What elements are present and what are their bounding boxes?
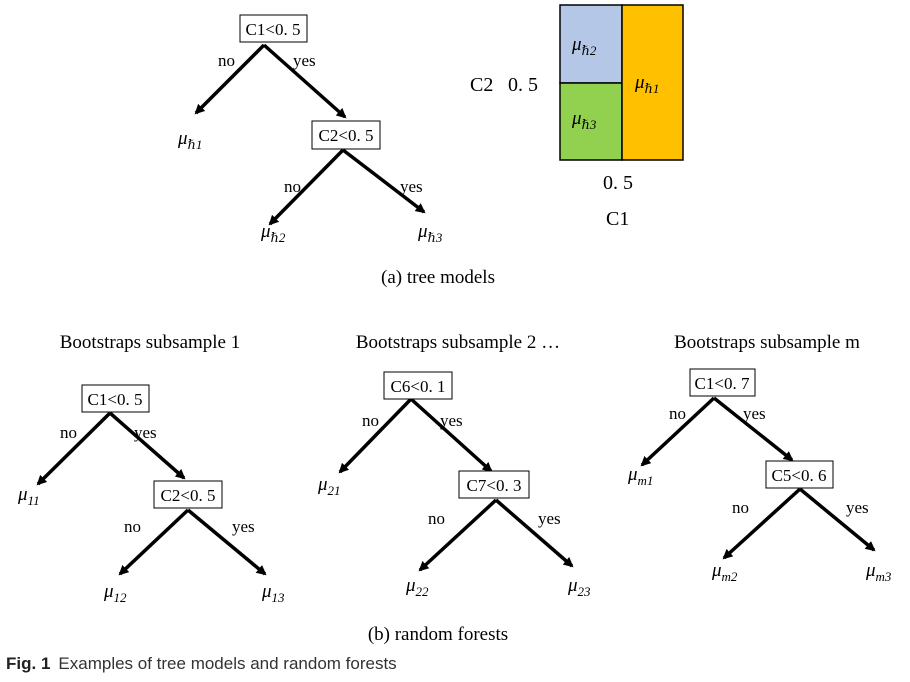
tree-edge-inner-no — [268, 148, 345, 226]
axis-c1-value: 0. 5 — [603, 172, 633, 194]
figure-caption-text: Examples of tree models and random fores… — [58, 654, 397, 673]
tree-edge-root-no — [194, 43, 266, 115]
region-top-left — [559, 4, 623, 84]
forest-tree-1-title: Bootstraps subsample 1 — [60, 332, 241, 353]
forest-1-inner-label: C2<0. 5 — [161, 486, 216, 505]
forest-3-root-no: no — [669, 404, 686, 423]
forest-3-leaf-1: μm1 — [627, 464, 653, 488]
caption-a: (a) tree models — [381, 267, 495, 288]
forest-1-leaf-3: μ13 — [261, 581, 285, 605]
forest-3-root-node: C1<0. 7 — [689, 368, 756, 397]
forest-1-root-node: C1<0. 5 — [81, 384, 150, 413]
forest-2-edge-inner-no — [418, 498, 498, 572]
forest-1-inner-node: C2<0. 5 — [153, 480, 223, 509]
forest-tree-2-title: Bootstraps subsample 2 … — [356, 332, 560, 353]
forest-2-leaf-3: μ23 — [567, 575, 591, 599]
forest-1-edge-root-yes — [108, 411, 186, 480]
forest-3-edge-root-no — [640, 396, 716, 467]
tree-inner-no-label: no — [284, 177, 301, 196]
tree-leaf-2: μℏ2 — [260, 221, 286, 245]
partition-diagram: μℏ2 μℏ3 μℏ1 C2 0. 5 0. 5 C1 — [470, 4, 684, 230]
figure-caption: Fig. 1 Examples of tree models and random… — [6, 654, 397, 674]
tree-inner-label: C2<0. 5 — [319, 126, 374, 145]
tree-leaf-1: μℏ1 — [177, 128, 202, 152]
forest-tree-1: Bootstraps subsample 1 C1<0. 5 no yes μ1… — [17, 332, 285, 605]
tree-root-node: C1<0. 5 — [239, 14, 308, 43]
forest-2-edge-root-no — [338, 397, 413, 474]
forest-1-inner-yes: yes — [232, 517, 255, 536]
forest-3-root-label: C1<0. 7 — [695, 374, 750, 393]
forest-1-inner-no: no — [124, 517, 141, 536]
axis-c1-label: C1 — [606, 208, 629, 230]
tree-model: C1<0. 5 no yes μℏ1 C2<0. 5 no yes μℏ2 μℏ… — [177, 14, 443, 245]
forest-1-leaf-1: μ11 — [17, 484, 40, 508]
forest-tree-3-title: Bootstraps subsample m — [674, 332, 860, 353]
forest-3-root-yes: yes — [743, 404, 766, 423]
tree-edge-root-yes — [262, 43, 347, 119]
forest-tree-2: Bootstraps subsample 2 … C6<0. 1 no yes … — [317, 332, 591, 599]
region-top-left-label: μℏ2 — [571, 34, 597, 58]
axis-c2-value: 0. 5 — [508, 74, 538, 96]
forest-2-edge-inner-yes — [494, 498, 574, 568]
region-right-label: μℏ1 — [634, 72, 659, 96]
forest-3-edge-inner-no — [722, 487, 802, 560]
forest-3-leaf-2: μm2 — [711, 560, 738, 584]
forest-2-inner-node: C7<0. 3 — [458, 470, 530, 499]
forest-1-root-yes: yes — [134, 423, 157, 442]
tree-inner-node: C2<0. 5 — [311, 120, 381, 150]
forest-1-edge-inner-yes — [186, 508, 267, 576]
tree-root-label: C1<0. 5 — [246, 20, 301, 39]
tree-leaf-3: μℏ3 — [417, 221, 443, 245]
figure-caption-label: Fig. 1 — [6, 654, 51, 673]
forest-2-leaf-2: μ22 — [405, 575, 429, 599]
forest-2-root-yes: yes — [440, 411, 463, 430]
forest-2-root-no: no — [362, 411, 379, 430]
forest-1-leaf-2: μ12 — [103, 581, 127, 605]
region-bottom-left — [559, 82, 623, 161]
tree-root-no-label: no — [218, 51, 235, 70]
axis-c2-label: C2 — [470, 74, 493, 96]
forest-2-inner-yes: yes — [538, 509, 561, 528]
forest-3-leaf-3: μm3 — [865, 560, 892, 584]
forest-tree-3: Bootstraps subsample m C1<0. 7 no yes μm… — [627, 332, 892, 584]
forest-2-root-node: C6<0. 1 — [383, 371, 453, 400]
forest-2-leaf-1: μ21 — [317, 474, 341, 498]
forest-3-inner-node: C5<0. 6 — [765, 460, 834, 489]
forest-3-edge-inner-yes — [798, 487, 876, 552]
forest-3-edge-root-yes — [712, 396, 794, 462]
region-right — [621, 4, 684, 161]
forest-2-inner-label: C7<0. 3 — [467, 476, 522, 495]
region-bottom-left-label: μℏ3 — [571, 108, 597, 132]
caption-b: (b) random forests — [368, 624, 508, 645]
forest-2-edge-root-yes — [409, 397, 493, 473]
forest-1-edge-root-no — [36, 411, 112, 486]
forest-1-root-label: C1<0. 5 — [88, 390, 143, 409]
forest-3-inner-label: C5<0. 6 — [772, 466, 827, 485]
forest-3-inner-yes: yes — [846, 498, 869, 517]
forest-3-inner-no: no — [732, 498, 749, 517]
tree-inner-yes-label: yes — [400, 177, 423, 196]
tree-root-yes-label: yes — [293, 51, 316, 70]
forest-2-root-label: C6<0. 1 — [391, 377, 446, 396]
forest-1-edge-inner-no — [118, 508, 190, 576]
tree-edge-inner-yes — [341, 148, 426, 214]
forest-2-inner-no: no — [428, 509, 445, 528]
forest-1-root-no: no — [60, 423, 77, 442]
